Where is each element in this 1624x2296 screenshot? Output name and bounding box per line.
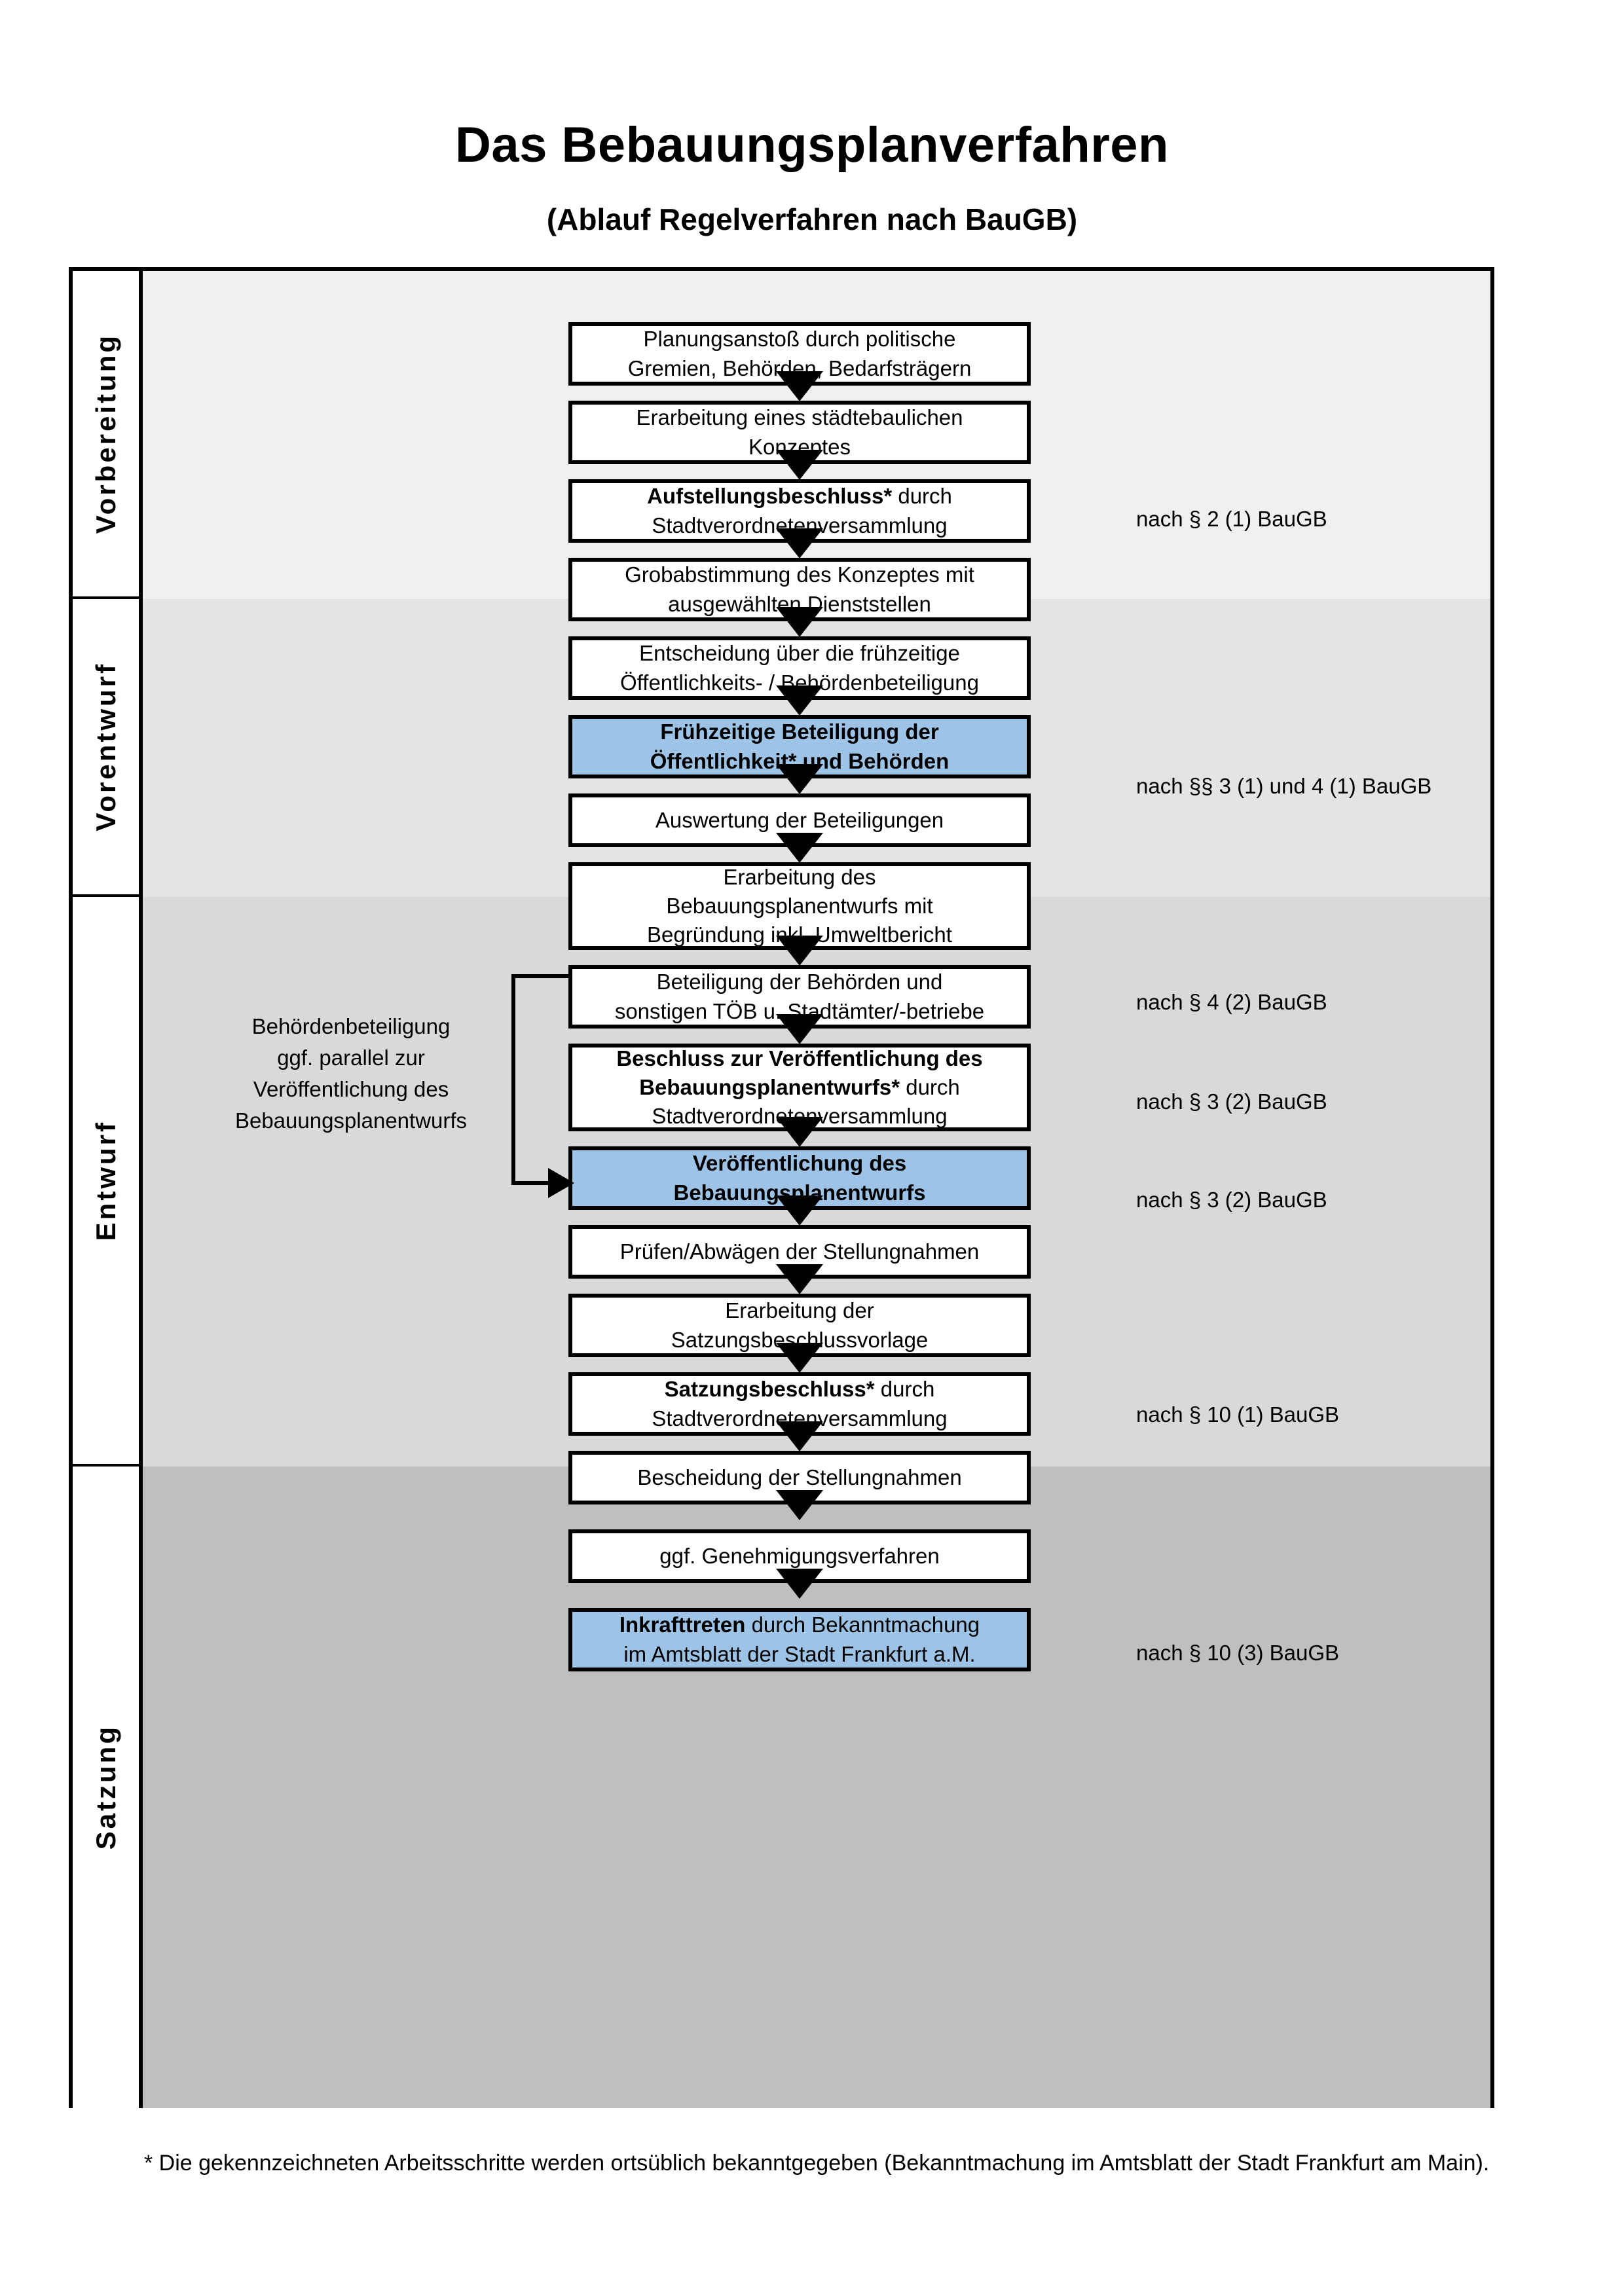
legal-ref-inkrafttreten: nach § 10 (3) BauGB bbox=[1136, 1641, 1340, 1665]
arrow-down-1 bbox=[776, 371, 823, 401]
arrow-down-9 bbox=[776, 1014, 823, 1044]
phase-cell-satzung: Satzung bbox=[73, 1467, 139, 2108]
phase-label-vorentwurf: Vorentwurf bbox=[90, 662, 121, 831]
arrow-down-6 bbox=[776, 764, 823, 794]
page-title: Das Bebauungsplanverfahren bbox=[455, 117, 1169, 173]
phase-cell-vorbereitung: Vorbereitung bbox=[73, 271, 139, 599]
step-bescheidung[interactable]: Bescheidung der Stellungnahmen bbox=[568, 1451, 1031, 1504]
legal-ref-satzungsbeschluss: nach § 10 (1) BauGB bbox=[1136, 1402, 1340, 1427]
arrow-down-5 bbox=[776, 685, 823, 716]
legal-ref-behoerdenbeteiligung: nach § 4 (2) BauGB bbox=[1136, 990, 1327, 1014]
arrow-down-8 bbox=[776, 936, 823, 966]
arrow-down-4 bbox=[776, 607, 823, 637]
arrow-down-12 bbox=[776, 1264, 823, 1294]
legal-ref-beschluss: nach § 3 (2) BauGB bbox=[1136, 1089, 1327, 1114]
arrow-down-14 bbox=[776, 1421, 823, 1451]
legal-ref-veroeffentlichung: nach § 3 (2) BauGB bbox=[1136, 1188, 1327, 1212]
phase-label-column: Vorbereitung Vorentwurf Entwurf Satzung bbox=[73, 271, 143, 2108]
footnote-text: * Die gekennzeichneten Arbeitsschritte w… bbox=[144, 2151, 1490, 2176]
phase-cell-entwurf: Entwurf bbox=[73, 897, 139, 1467]
arrow-down-3 bbox=[776, 528, 823, 558]
phase-cell-vorentwurf: Vorentwurf bbox=[73, 599, 139, 897]
step-genehmigungsverfahren[interactable]: ggf. Genehmigungsverfahren bbox=[568, 1529, 1031, 1583]
step-auswertung[interactable]: Auswertung der Beteiligungen bbox=[568, 793, 1031, 847]
legal-ref-aufstellungsbeschluss: nach § 2 (1) BauGB bbox=[1136, 507, 1327, 531]
arrow-down-10 bbox=[776, 1117, 823, 1147]
arrow-down-15 bbox=[776, 1490, 823, 1520]
phase-label-satzung: Satzung bbox=[90, 1724, 121, 1850]
title-block: Das Bebauungsplanverfahren (Ablauf Regel… bbox=[0, 118, 1624, 237]
process-diagram: Vorbereitung Vorentwurf Entwurf Satzung … bbox=[69, 267, 1494, 2108]
page-subtitle: (Ablauf Regelverfahren nach BauGB) bbox=[546, 202, 1078, 236]
arrow-down-2 bbox=[776, 450, 823, 480]
arrow-down-7 bbox=[776, 833, 823, 863]
legal-ref-fruehzeitige: nach §§ 3 (1) und 4 (1) BauGB bbox=[1136, 774, 1432, 798]
phase-label-entwurf: Entwurf bbox=[90, 1120, 121, 1241]
arrow-down-13 bbox=[776, 1343, 823, 1373]
arrow-down-11 bbox=[776, 1195, 823, 1226]
arrow-down-16 bbox=[776, 1569, 823, 1599]
phase-label-vorbereitung: Vorbereitung bbox=[90, 333, 121, 534]
